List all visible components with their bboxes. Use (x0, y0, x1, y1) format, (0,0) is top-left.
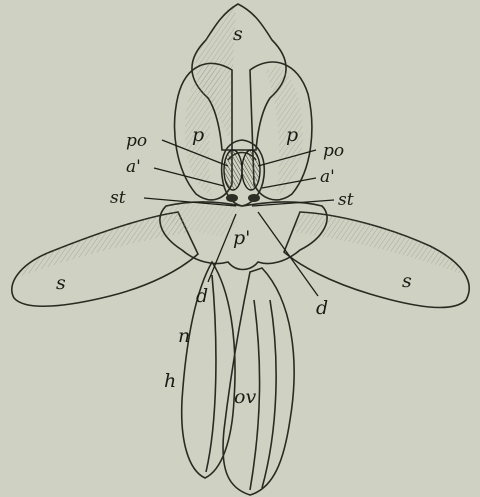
label-stigma-left: st (110, 188, 126, 208)
label-petal-right: p (286, 124, 298, 146)
label-disc-right: d (316, 297, 328, 319)
label-ovary: ov (234, 386, 256, 408)
label-pollinium-right: po (323, 141, 344, 161)
ovary (223, 268, 294, 495)
label-petal-left: p (192, 124, 204, 146)
label-sepal-right: s (402, 270, 412, 292)
label-sepal-top: s (233, 23, 243, 45)
label-disc-left: d (196, 285, 208, 307)
label-anther-left: a' (126, 157, 141, 177)
label-labellum: p' (233, 227, 250, 249)
label-anther-right: a' (320, 167, 335, 187)
spur (182, 262, 235, 478)
label-pollinium-left: po (126, 131, 147, 151)
label-sepal-left: s (56, 272, 66, 294)
label-nectary: n (178, 325, 190, 347)
label-spur: h (164, 370, 176, 392)
label-stigma-right: st (338, 190, 354, 210)
